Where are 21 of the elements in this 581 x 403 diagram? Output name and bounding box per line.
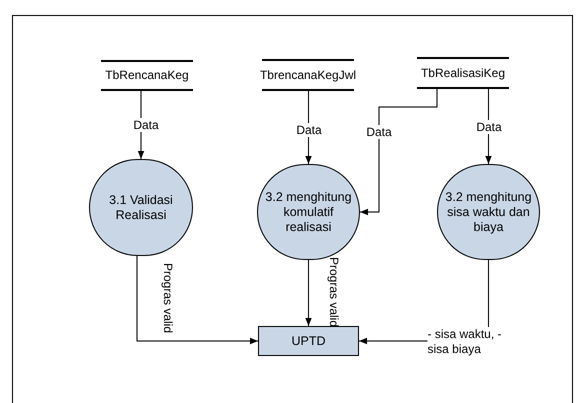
- node-label: 3.2 menghitung komulatif realisasi: [264, 190, 353, 234]
- edge-label: Data: [132, 118, 160, 132]
- arrow: [305, 260, 312, 326]
- data-store: [101, 60, 193, 91]
- edge-label: Progras valid: [161, 262, 175, 334]
- edge-label: Data: [365, 125, 393, 139]
- edge-label: Data: [295, 123, 323, 137]
- node-label: TbrencanaKegJwl: [260, 68, 356, 82]
- entity-box: [258, 326, 359, 356]
- edge-label: Progras valid: [327, 256, 341, 328]
- node-label: 3.2 menghitung sisa waktu dan biaya: [444, 190, 533, 234]
- data-store: [262, 59, 354, 91]
- edge-label: - sisa waktu, - sisa biaya: [428, 327, 502, 357]
- edge-label: Data: [475, 120, 503, 134]
- arrow: [360, 88, 438, 216]
- node-label: 3.1 Validasi Realisasi: [108, 192, 174, 222]
- node-label: TbRencanaKeg: [105, 68, 189, 83]
- node-label: UPTD: [291, 334, 326, 348]
- data-store: [417, 57, 509, 89]
- node-label: TbRealisasiKeg: [420, 66, 506, 80]
- arrow: [136, 256, 258, 344]
